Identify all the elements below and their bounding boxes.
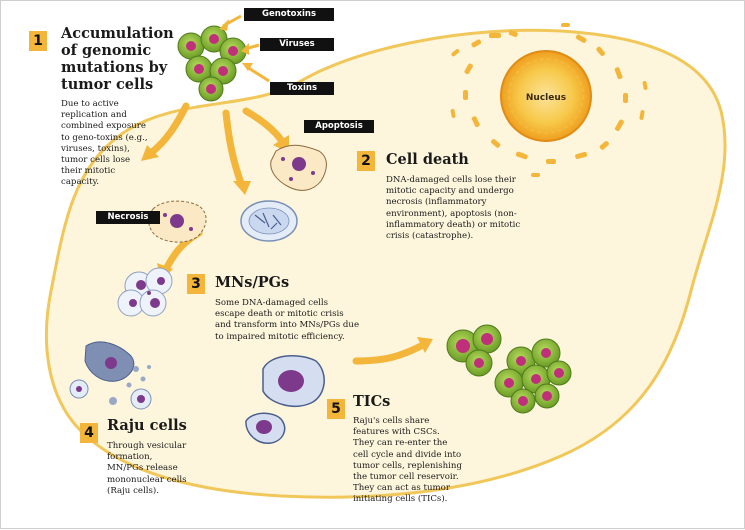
nucleus-label: Nucleus <box>526 93 566 103</box>
step-5-text: Raju's cells share features with CSCs. T… <box>353 416 462 505</box>
step-5-badge: 5 <box>327 399 345 419</box>
nucleus <box>500 50 592 142</box>
necrosis-tag: Necrosis <box>96 211 160 224</box>
step-1-text: Due to active replication and combined e… <box>61 99 148 188</box>
tumor-cell-cluster-top <box>177 25 247 102</box>
apoptosis-tag: Apoptosis <box>304 120 374 133</box>
viruses-tag: Viruses <box>260 38 334 51</box>
genotoxins-tag: Genotoxins <box>244 8 334 21</box>
step-4-title: Raju cells <box>107 417 187 434</box>
step-4-text: Through vesicular formation, MN/PGs rele… <box>107 441 187 496</box>
step-2-text: DNA-damaged cells lose their mitotic cap… <box>386 175 521 242</box>
step-1-title: Accumulation of genomic mutations by tum… <box>61 25 174 93</box>
tumor-cell-cluster-right <box>446 324 572 414</box>
nucleus-fragments <box>450 23 648 177</box>
toxins-tag: Toxins <box>270 82 334 95</box>
step-5-title: TICs <box>353 393 391 410</box>
tic-cells <box>245 355 325 444</box>
apoptotic-cell <box>270 144 327 191</box>
mitotic-crisis-cell <box>240 200 298 242</box>
step-2-title: Cell death <box>386 151 469 168</box>
necrotic-cell <box>148 200 207 243</box>
raju-cells-release <box>69 341 152 410</box>
step-1-badge: 1 <box>29 31 47 51</box>
step-3-title: MNs/PGs <box>215 274 290 291</box>
step-4-badge: 4 <box>80 423 98 443</box>
step-3-badge: 3 <box>187 274 205 294</box>
step-2-badge: 2 <box>357 151 375 171</box>
mn-pg-cells <box>117 267 173 317</box>
step-3-text: Some DNA-damaged cells escape death or m… <box>215 298 360 342</box>
